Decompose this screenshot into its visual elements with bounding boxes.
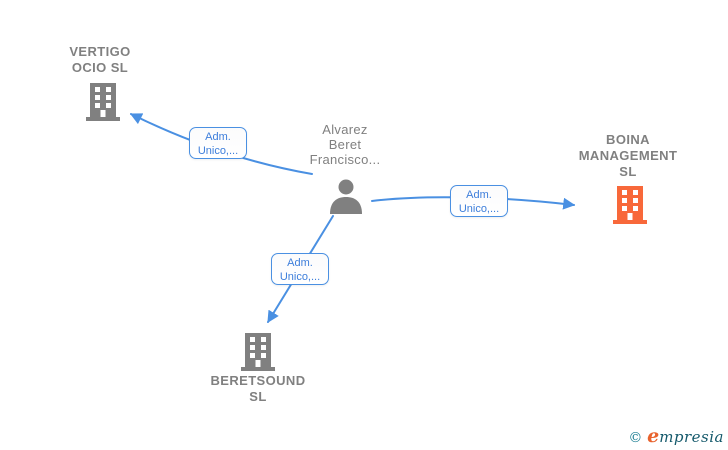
copyright-icon: © <box>628 430 643 446</box>
edge-label-line: Adm. <box>205 131 231 143</box>
edge-label-line: Adm. <box>466 189 492 201</box>
watermark-brand-rest: mpresia <box>659 428 724 446</box>
edge-label-person-beretsound[interactable]: Adm. Unico,... <box>271 253 329 285</box>
edge-label-person-boina[interactable]: Adm. Unico,... <box>450 185 508 217</box>
edge-label-line: Unico,... <box>279 271 321 283</box>
edge-label-line: Unico,... <box>197 145 239 157</box>
building-icon[interactable] <box>86 83 120 126</box>
node-label-vertigo-ocio-sl[interactable]: VERTIGO OCIO SL <box>69 44 131 75</box>
edge-label-line: Adm. <box>287 257 313 269</box>
empresia-watermark: © empresia <box>628 425 724 447</box>
node-label-alvarez-beret-francisco[interactable]: Alvarez Beret Francisco... <box>309 122 381 167</box>
edge-label-person-vertigo[interactable]: Adm. Unico,... <box>189 127 247 159</box>
person-icon[interactable] <box>328 179 364 219</box>
watermark-brand-initial: e <box>647 425 660 447</box>
node-label-boina-management-sl[interactable]: BOINA MANAGEMENT SL <box>578 132 678 179</box>
building-icon[interactable] <box>241 333 275 376</box>
building-icon[interactable] <box>612 186 648 229</box>
node-label-beretsound-sl[interactable]: BERETSOUND SL <box>210 373 306 404</box>
edge-label-line: Unico,... <box>458 203 500 215</box>
